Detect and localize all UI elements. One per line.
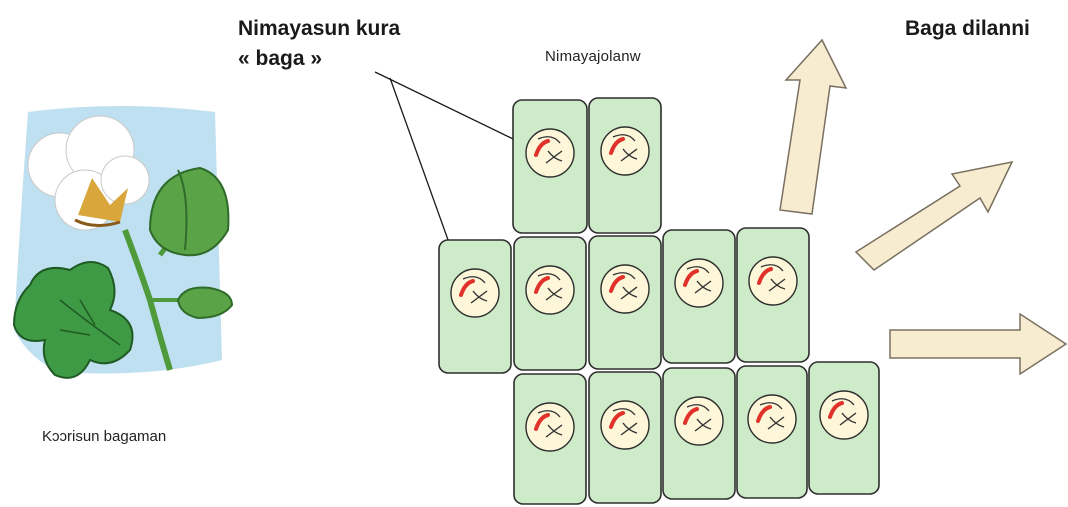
- plant-cell-icon: [512, 99, 588, 234]
- cell-grid: [438, 97, 880, 505]
- nucleus-membrane: [686, 266, 710, 274]
- chromosome: [545, 150, 563, 164]
- plant-caption: Kɔɔrisun bagaman: [42, 428, 167, 445]
- virus-particle: [828, 401, 844, 419]
- spread-caption: Baga dilanni: [905, 17, 1030, 40]
- plant-cell-icon: [513, 236, 587, 371]
- plant-cell-icon: [808, 361, 880, 495]
- spread-arrows: [779, 38, 1068, 376]
- plant-cell-icon: [736, 227, 810, 363]
- virus-particle: [609, 411, 625, 429]
- nucleus-membrane: [612, 272, 636, 280]
- virus-particle: [459, 279, 475, 297]
- chromosome: [694, 280, 712, 294]
- plant-cell-icon: [588, 235, 662, 370]
- chromosome: [768, 278, 786, 292]
- virus-particle: [609, 275, 625, 293]
- nucleus-membrane: [686, 404, 710, 412]
- chromosome: [620, 422, 638, 436]
- spread-arrow-icon: [889, 312, 1068, 376]
- virus-particle: [534, 276, 550, 294]
- cell-label-line2: « baga »: [238, 47, 323, 70]
- chromosome: [545, 287, 563, 301]
- cotton-plant-icon: [12, 106, 234, 379]
- virus-particle: [534, 413, 550, 431]
- chromosome: [694, 418, 712, 432]
- nucleus-membrane: [831, 398, 855, 406]
- small-bud-icon: [176, 286, 234, 320]
- green-bud-icon: [148, 166, 230, 257]
- nucleus-membrane: [537, 273, 561, 281]
- spread-arrow-icon: [854, 160, 1014, 271]
- virus-particle: [757, 267, 773, 285]
- cells-caption: Nimayajolanw: [545, 48, 641, 65]
- leaf-icon: [12, 261, 134, 379]
- plant-cell-icon: [662, 367, 736, 500]
- nucleus-membrane: [760, 264, 784, 272]
- cotton-boll-icon: [27, 115, 150, 231]
- plant-cell-icon: [662, 229, 736, 364]
- chromosome: [470, 290, 488, 304]
- nucleus-membrane: [612, 134, 636, 142]
- virus-particle: [683, 407, 699, 425]
- chromosome: [620, 148, 638, 162]
- virus-particle: [609, 137, 625, 155]
- cell-label: Nimayasun kura « baga »: [238, 14, 400, 74]
- nucleus-membrane: [759, 402, 783, 410]
- virus-particle: [534, 139, 550, 157]
- chromosome: [620, 286, 638, 300]
- plant-cell-icon: [588, 97, 662, 234]
- plant-cell-icon: [438, 239, 512, 374]
- plant-cell-icon: [588, 371, 662, 504]
- nucleus-membrane: [537, 136, 561, 144]
- chromosome: [767, 416, 785, 430]
- virus-particle: [683, 269, 699, 287]
- spread-arrow-icon: [779, 38, 848, 215]
- nucleus-membrane: [537, 410, 561, 418]
- chromosome: [839, 412, 857, 426]
- virus-particle: [756, 405, 772, 423]
- nucleus-membrane: [612, 408, 636, 416]
- plant-cell-icon: [513, 373, 587, 505]
- chromosome: [545, 424, 563, 438]
- nucleus-membrane: [462, 276, 486, 284]
- plant-cell-icon: [736, 365, 808, 499]
- cell-label-line1: Nimayasun kura: [238, 17, 401, 40]
